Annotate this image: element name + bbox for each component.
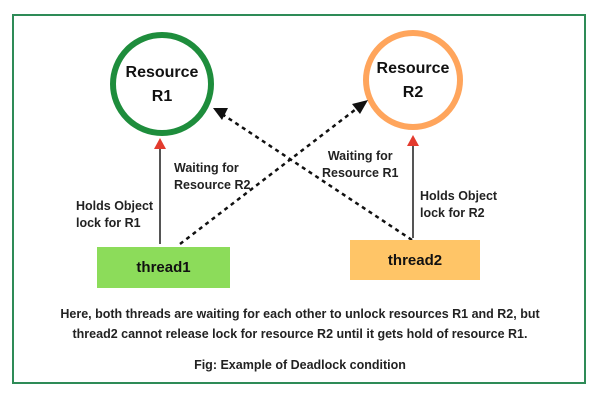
waiting-r1-label: Waiting for Resource R1 <box>322 148 398 182</box>
resource-r1-circle <box>110 32 214 136</box>
diagram-frame <box>12 14 586 384</box>
waiting-r2-arrow-head <box>352 100 368 114</box>
description-line1: Here, both threads are waiting for each … <box>60 307 540 321</box>
thread1-label: thread1 <box>136 259 191 276</box>
holds-r1-arrow-head <box>154 138 166 149</box>
thread2-box: thread2 <box>350 240 480 280</box>
waiting-r1-line1: Waiting for <box>327 149 393 163</box>
resource-r2-line2: R2 <box>402 84 424 101</box>
waiting-r2-label: Waiting for Resource R2 <box>174 160 250 194</box>
holds-r2-line1: Holds Object <box>420 189 498 203</box>
holds-r2-line2: lock for R2 <box>420 206 485 220</box>
resource-r1-line1: Resource <box>125 64 199 81</box>
waiting-r2-line1: Waiting for <box>174 161 239 175</box>
waiting-r1-arrow-head <box>213 108 228 120</box>
thread1-box: thread1 <box>97 247 230 288</box>
description-line2: thread2 cannot release lock for resource… <box>72 327 528 341</box>
waiting-r1-line2: Resource R1 <box>322 166 399 180</box>
holds-r1-label: Holds Object lock for R1 <box>76 198 153 232</box>
resource-r2-circle <box>363 30 463 130</box>
resource-r1-line2: R1 <box>151 88 173 105</box>
resource-r2-line1: Resource <box>376 60 450 77</box>
holds-r2-label: Holds Object lock for R2 <box>420 188 497 222</box>
resource-r1-label: Resource R1 <box>112 61 212 109</box>
waiting-r2-line2: Resource R2 <box>174 178 251 192</box>
holds-r2-arrow-head <box>407 135 419 146</box>
holds-r1-line1: Holds Object <box>76 199 154 213</box>
thread2-label: thread2 <box>387 251 443 269</box>
waiting-r1-dotted-line <box>221 112 413 242</box>
resource-r2-label: Resource R2 <box>363 57 463 105</box>
waiting-r2-dotted-line <box>179 105 361 245</box>
figure-caption: Fig: Example of Deadlock condition <box>194 358 406 372</box>
description-text: Here, both threads are waiting for each … <box>22 304 578 344</box>
holds-r1-line2: lock for R1 <box>76 216 141 230</box>
